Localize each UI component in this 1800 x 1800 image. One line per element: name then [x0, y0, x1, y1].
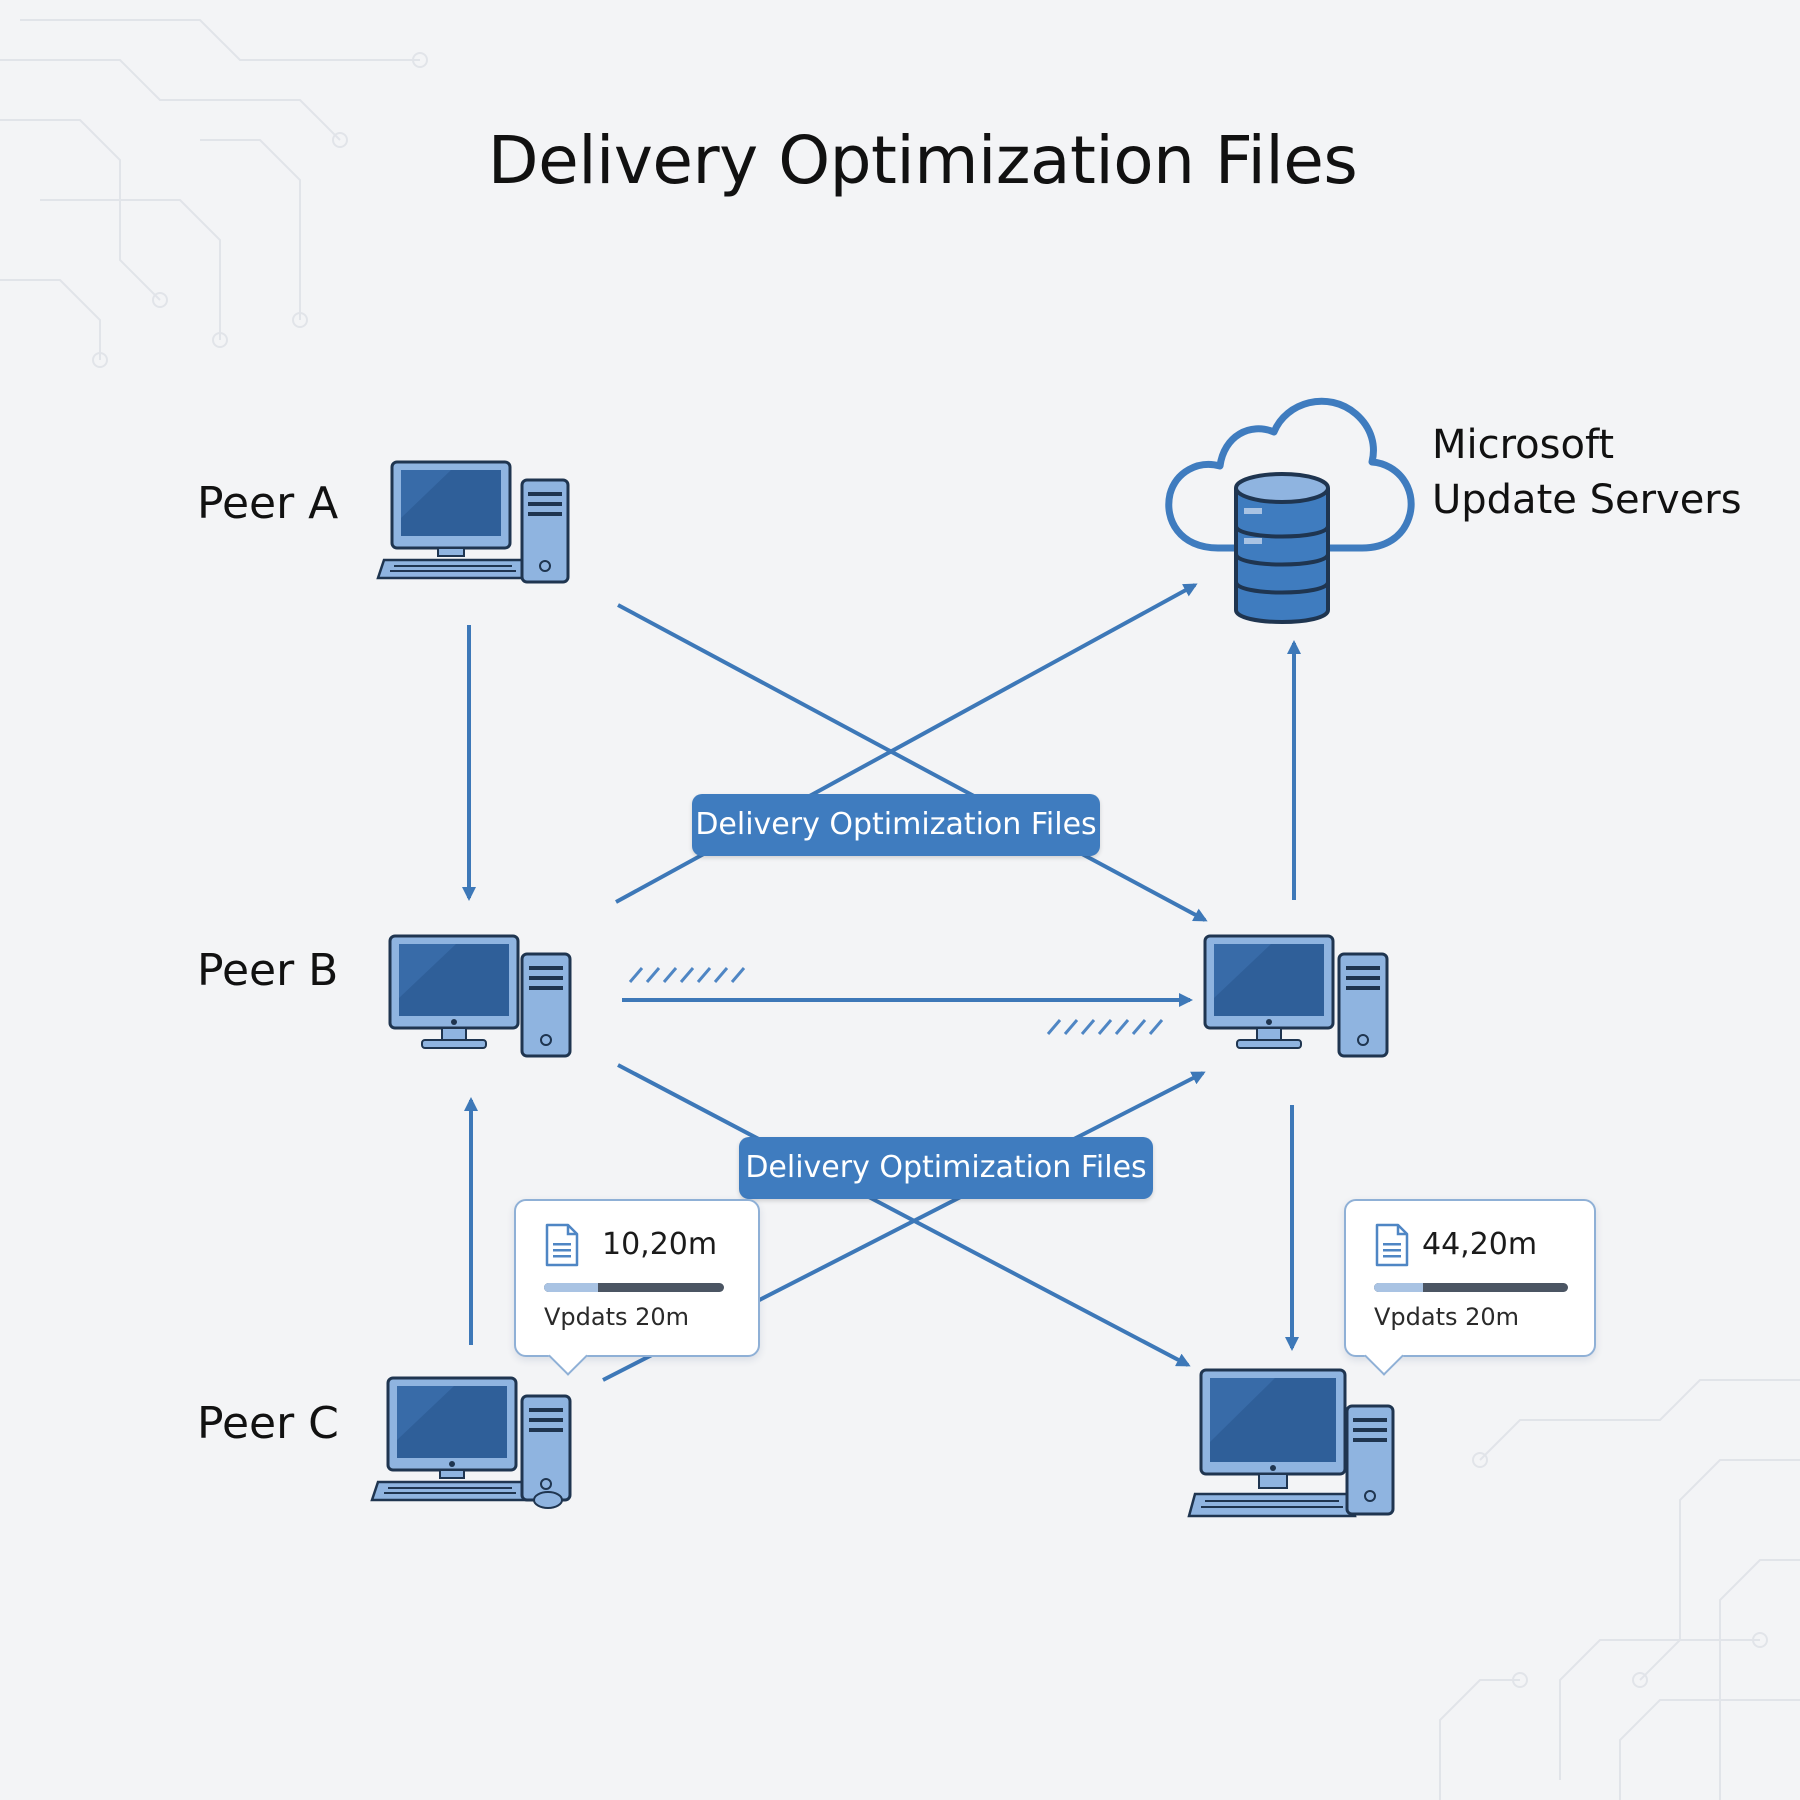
download-progress-bar [544, 1283, 724, 1292]
download-progress-fill [544, 1283, 598, 1292]
download-card-right: 44,20m Vpdats 20m [1344, 1199, 1596, 1376]
flow-label-upper: Delivery Optimization Files [692, 794, 1100, 856]
document-icon [545, 1223, 579, 1267]
peer-c-label: Peer C [197, 1398, 339, 1449]
server-label-line2: Update Servers [1432, 477, 1742, 523]
database-icon [1234, 472, 1330, 624]
page-title: Delivery Optimization Files [487, 122, 1358, 199]
peer-d-computer-icon[interactable] [1201, 932, 1393, 1060]
download-card-left: 10,20m Vpdats 20m [514, 1199, 760, 1376]
download-size: 44,20m [1422, 1227, 1538, 1262]
motion-dashes-lower [1046, 1019, 1164, 1035]
peer-a-computer-icon[interactable] [376, 458, 574, 590]
download-caption: Vpdats 20m [1374, 1303, 1520, 1331]
arrow-peer-a-to-peer-d [617, 603, 1208, 922]
peer-c-computer-icon[interactable] [370, 1374, 576, 1512]
download-caption: Vpdats 20m [544, 1303, 690, 1331]
peer-e-computer-icon[interactable] [1185, 1366, 1399, 1528]
update-server-cloud-icon[interactable] [1158, 392, 1416, 624]
peer-b-label: Peer B [197, 945, 339, 996]
download-size: 10,20m [602, 1227, 718, 1262]
motion-dashes-upper [628, 967, 746, 983]
server-label-line1: Microsoft [1432, 422, 1615, 468]
flow-label-lower: Delivery Optimization Files [739, 1137, 1153, 1199]
peer-a-label: Peer A [197, 478, 339, 529]
download-progress-fill [1374, 1283, 1423, 1292]
server-label: Microsoft Update Servers [1432, 418, 1742, 528]
document-icon [1375, 1223, 1409, 1267]
arrow-peer-b-to-peer-e [617, 1063, 1191, 1367]
peer-b-computer-icon[interactable] [386, 932, 576, 1060]
download-progress-bar [1374, 1283, 1568, 1292]
